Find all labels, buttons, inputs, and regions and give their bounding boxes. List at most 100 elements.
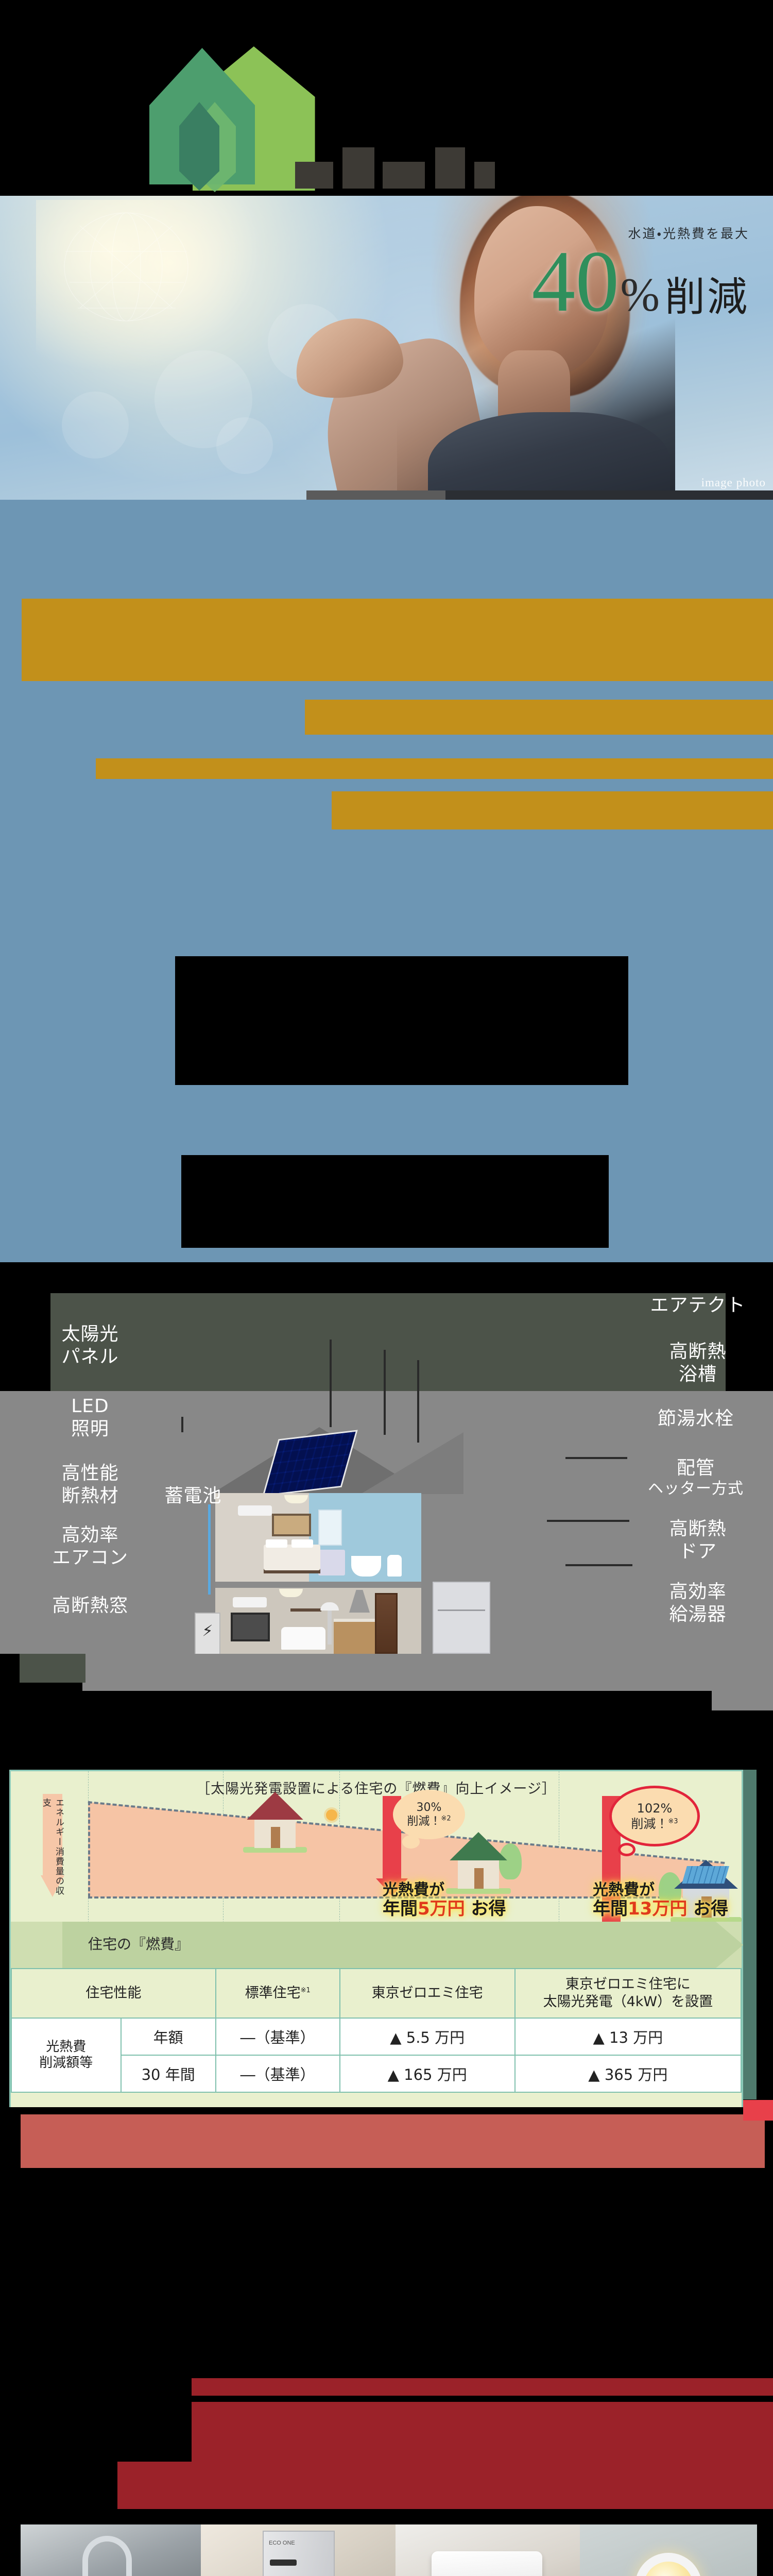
leader-line xyxy=(181,1417,183,1432)
notes-text-block xyxy=(0,2168,773,2219)
section-heading-accent xyxy=(192,2378,773,2396)
air-conditioner-icon xyxy=(233,1597,267,1607)
light-flare xyxy=(36,200,257,370)
network-graphic xyxy=(64,212,188,321)
cutaway-house-illustration xyxy=(195,1427,566,1655)
gold-highlight-bar xyxy=(96,758,773,779)
ac-unit-icon xyxy=(432,2551,542,2576)
storage-battery-icon xyxy=(195,1613,220,1655)
col-header-standard: 標準住宅※1 xyxy=(215,1968,340,2019)
equipment-subheading-text xyxy=(117,2462,773,2509)
series-baseline xyxy=(88,1896,724,1899)
notes-highlight-band xyxy=(21,2114,765,2171)
wall-art-icon xyxy=(272,1514,311,1536)
bathtub-icon xyxy=(351,1556,381,1577)
y-axis-label-arrow: エネルギー消費量の収支 xyxy=(41,1794,64,1897)
led-light-icon xyxy=(284,1495,308,1503)
section-heading-text xyxy=(11,1691,712,1758)
table-header-row: 住宅性能 標準住宅※1 東京ゼロエミ住宅 東京ゼロエミ住宅に 太陽光発電（4kW… xyxy=(11,1968,742,2019)
hero-bottom-bar-dark xyxy=(445,490,773,500)
floor-divider xyxy=(215,1582,421,1589)
sun-icon xyxy=(326,1809,337,1821)
performance-table-wrapper: 住宅性能 標準住宅※1 東京ゼロエミ住宅 東京ゼロエミ住宅に 太陽光発電（4kW… xyxy=(9,1968,743,2107)
toilet-icon xyxy=(387,1555,402,1577)
photo-faucet xyxy=(21,2524,201,2576)
image-credit: image photo xyxy=(701,476,766,489)
diagram-label-solar-panel: 太陽光パネル xyxy=(61,1324,119,1367)
house-marker-standard xyxy=(243,1792,307,1853)
hero-photo-person xyxy=(288,196,675,500)
bed-icon xyxy=(264,1539,320,1570)
gold-highlight-bar xyxy=(332,791,773,829)
kitchen-counter-top xyxy=(334,1619,385,1624)
intro-section xyxy=(0,500,773,1718)
performance-table: 住宅性能 標準住宅※1 東京ゼロエミ住宅 東京ゼロエミ住宅に 太陽光発電（4kW… xyxy=(11,1968,742,2093)
hero-number: 40 xyxy=(531,233,620,330)
tree-icon xyxy=(659,1872,681,1906)
diagram-label-storage-battery: 蓄電池 xyxy=(164,1485,222,1506)
diagram-label-insulated-window: 高断熱窓 xyxy=(51,1595,128,1616)
photo-water-heater: ECO ONE xyxy=(201,2524,396,2576)
reduction-callout-2: 102% 削減！※3 xyxy=(609,1786,700,1856)
house-arrow-icon xyxy=(149,46,315,192)
equipment-photo-strip: ECO ONE xyxy=(21,2524,757,2576)
intro-heading-text xyxy=(175,956,628,1085)
bokeh-circle xyxy=(216,417,273,474)
xaxis-arrow xyxy=(62,1922,743,1968)
water-heater-unit: ECO ONE xyxy=(263,2531,335,2576)
col-header-zeroemi-pv: 東京ゼロエミ住宅に 太陽光発電（4kW）を設置 xyxy=(514,1968,742,2019)
section-divider xyxy=(0,1654,773,1772)
hero-subcopy: 水道・光熱費を最大 xyxy=(628,227,749,241)
diagram-label-efficient-water-heater: 高効率給湯器 xyxy=(669,1581,727,1625)
leader-line-blue xyxy=(208,1504,211,1595)
col-header-zeroemi: 東京ゼロエミ住宅 xyxy=(339,1968,516,2019)
chart-left-edge xyxy=(0,1770,9,2099)
photo-air-conditioner xyxy=(396,2524,580,2576)
cell-zeroemi-pv: ▲ 13 万円 xyxy=(514,2018,742,2056)
savings-callout-1: 光熱費が 年間5万円 お得 xyxy=(383,1881,506,1919)
chart-xaxis-band: 住宅の『燃費』 xyxy=(9,1922,743,1968)
photo-led-downlight xyxy=(580,2524,757,2576)
y-axis-label: エネルギー消費量の収支 xyxy=(41,1798,64,1896)
house-marker-zeroemi-pv xyxy=(670,1860,742,1923)
entrance-door-icon xyxy=(375,1593,398,1654)
notes-section xyxy=(0,2100,773,2396)
vanity-icon xyxy=(318,1550,345,1575)
hero-headline: 水道・光熱費を最大 40 % 削減 xyxy=(531,224,749,330)
water-heater-icon xyxy=(433,1582,490,1654)
cell-period: 年額 xyxy=(120,2018,216,2056)
leader-line xyxy=(417,1360,419,1443)
leader-line xyxy=(565,1457,627,1459)
mirror-icon xyxy=(318,1510,342,1546)
bokeh-circle xyxy=(154,350,252,448)
faucet-icon xyxy=(82,2536,132,2576)
diagram-label-insulated-tub: 高断熱浴槽 xyxy=(669,1341,727,1385)
intro-subheading-text xyxy=(181,1155,609,1248)
diagram-label-efficient-ac: 高効率エアコン xyxy=(51,1524,128,1568)
tree-icon xyxy=(499,1843,522,1879)
diagram-label-airtect: エアテクト xyxy=(650,1295,746,1316)
sofa-icon xyxy=(281,1627,325,1650)
table-row: 光熱費 削減額等 年額 ―（基準） ▲ 5.5 万円 ▲ 13 万円 xyxy=(11,2018,742,2093)
diagram-label-insulated-door: 高断熱ドア xyxy=(669,1518,727,1562)
leader-line xyxy=(330,1340,332,1427)
leader-line xyxy=(547,1520,629,1522)
leader-line xyxy=(384,1350,386,1435)
diagram-label-header-piping: 配管ヘッター方式 xyxy=(648,1458,744,1498)
cell-zeroemi-pv: ▲ 365 万円 xyxy=(514,2055,742,2093)
hero-reduction-word: 削減 xyxy=(664,275,749,319)
chart-right-edge xyxy=(743,1770,757,2099)
television-icon xyxy=(231,1613,270,1641)
gold-highlight-bar xyxy=(305,700,773,735)
reduction-arrow-1 xyxy=(376,1796,408,1896)
bokeh-circle xyxy=(62,392,129,459)
heater-brand-label: ECO ONE xyxy=(269,2540,295,2546)
brand-logo[interactable] xyxy=(149,46,554,192)
series-boundary xyxy=(88,1801,90,1897)
hero-percent-symbol: % xyxy=(620,268,660,321)
gold-highlight-bar xyxy=(22,599,773,681)
brand-wordmark xyxy=(286,132,554,189)
